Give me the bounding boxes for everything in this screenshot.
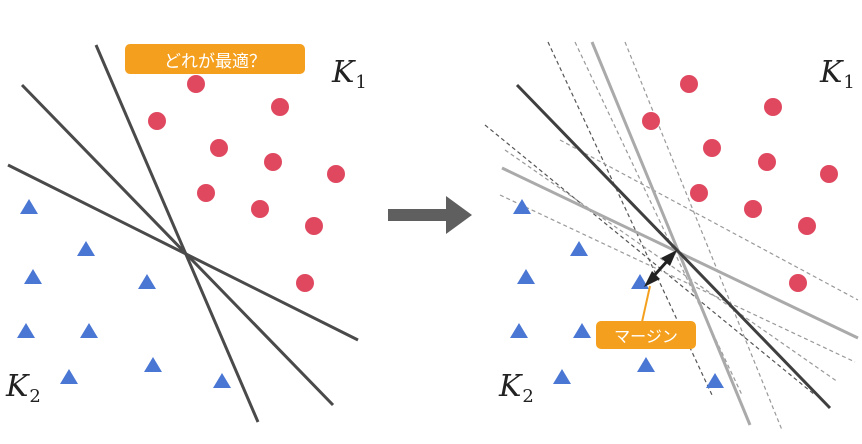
- k1-circle: [305, 217, 323, 235]
- k1-circle: [680, 75, 698, 93]
- right-arrow-icon: [388, 196, 472, 234]
- margin-label-leader: [641, 285, 651, 323]
- k1-circle: [210, 139, 228, 157]
- k2-symbol: K: [6, 369, 29, 404]
- k1-circle: [642, 112, 660, 130]
- k2-triangle: [60, 369, 78, 384]
- k1-subscript: 1: [355, 72, 367, 93]
- k2-triangle: [24, 269, 42, 284]
- right-panel: [484, 41, 859, 431]
- left-k2-triangles: [17, 199, 231, 388]
- k1-circle: [187, 75, 205, 93]
- k2-label-left: K2: [6, 372, 41, 406]
- k2-triangle: [17, 323, 35, 338]
- left-panel: [7, 44, 359, 423]
- right-k1-circles: [642, 75, 838, 292]
- k1-symbol: K: [332, 55, 355, 90]
- k2-triangle: [517, 269, 535, 284]
- k2-label-right: K2: [499, 372, 534, 406]
- k1-circle: [271, 98, 289, 116]
- k1-subscript: 1: [843, 72, 855, 93]
- k2-triangle: [144, 357, 162, 372]
- k2-triangle: [637, 357, 655, 372]
- dashed-line: [484, 124, 816, 396]
- k2-triangle: [80, 323, 98, 338]
- margin-arrow-head-top: [661, 250, 677, 266]
- k1-circle: [264, 153, 282, 171]
- left-k1-circles: [148, 75, 345, 292]
- k2-triangle: [573, 323, 591, 338]
- which-is-optimal-label: どれが最適？: [125, 44, 305, 74]
- optimal-line: [515, 83, 832, 410]
- right-k2-triangles: [510, 199, 724, 388]
- k1-circle: [296, 274, 314, 292]
- k2-triangle: [77, 241, 95, 256]
- k2-triangle: [553, 369, 571, 384]
- k1-circle: [327, 165, 345, 183]
- k1-circle: [703, 139, 721, 157]
- dashed-line: [559, 139, 859, 301]
- k2-triangle: [570, 241, 588, 256]
- k1-circle: [764, 98, 782, 116]
- left-line-shallow: [7, 163, 359, 342]
- k1-symbol: K: [820, 55, 843, 90]
- k2-triangle: [138, 274, 156, 289]
- gray-line-steep: [590, 41, 752, 426]
- k2-triangle: [631, 274, 649, 289]
- k2-triangle: [510, 323, 528, 338]
- k1-circle: [758, 153, 776, 171]
- margin-label: マージン: [596, 321, 696, 349]
- margin-arrow-head-bottom: [644, 271, 660, 287]
- margin-arrow: [641, 250, 677, 323]
- k1-circle: [744, 200, 762, 218]
- k1-circle: [820, 165, 838, 183]
- dashed-line: [499, 194, 856, 363]
- right-separating-lines: [501, 41, 859, 426]
- k1-circle: [197, 184, 215, 202]
- k2-triangle: [213, 373, 231, 388]
- k1-circle: [148, 112, 166, 130]
- k2-triangle: [513, 199, 531, 214]
- k1-circle: [798, 217, 816, 235]
- k1-label-left: K1: [332, 58, 367, 92]
- k2-triangle: [706, 373, 724, 388]
- left-line-middle: [20, 83, 335, 407]
- k1-circle: [789, 274, 807, 292]
- k2-subscript: 2: [522, 386, 534, 407]
- k2-symbol: K: [499, 369, 522, 404]
- dashed-line: [504, 149, 839, 383]
- k1-circle: [690, 184, 708, 202]
- k2-triangle: [20, 199, 38, 214]
- left-line-steep: [94, 44, 260, 423]
- left-separating-lines: [7, 44, 359, 423]
- k2-subscript: 2: [29, 386, 41, 407]
- k1-label-right: K1: [820, 58, 855, 92]
- k1-circle: [251, 200, 269, 218]
